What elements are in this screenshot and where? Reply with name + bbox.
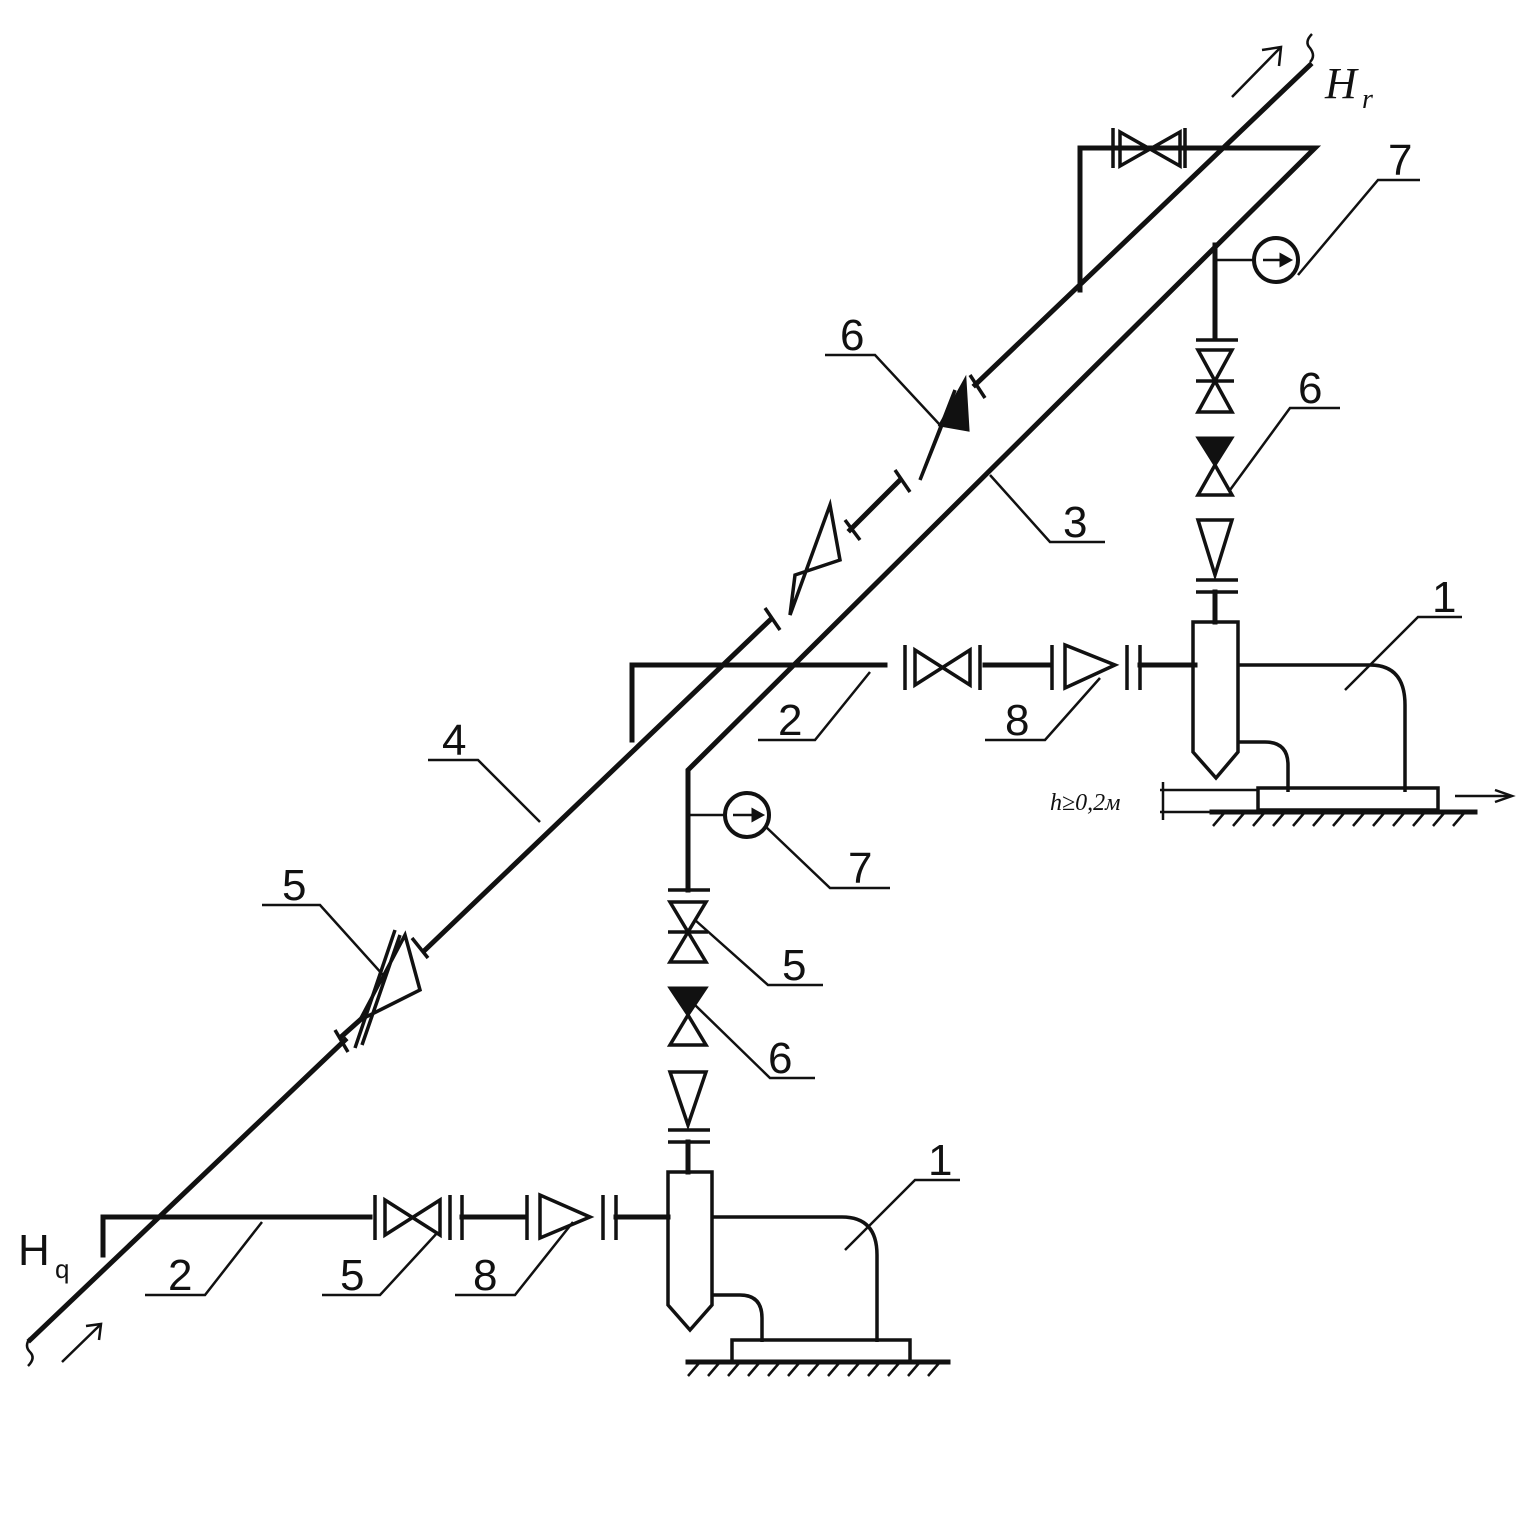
main-gate-valve-5 bbox=[333, 929, 430, 1053]
inlet-flow-arrow bbox=[61, 1322, 103, 1363]
main-valve-upper-a bbox=[763, 498, 862, 631]
label-5-main: 5 bbox=[282, 861, 306, 910]
inlet-head-sub: q bbox=[55, 1254, 69, 1284]
inlet-head-text: H bbox=[18, 1226, 50, 1275]
clearance-label: h≥0,2м bbox=[1050, 790, 1121, 816]
lower-vertical-branch bbox=[666, 791, 771, 1175]
label-6-main: 6 bbox=[840, 311, 864, 360]
outlet-head-text: H bbox=[1324, 59, 1359, 108]
label-3: 3 bbox=[1063, 498, 1087, 547]
lower-pump-1 bbox=[666, 1170, 951, 1377]
label-8-upper: 8 bbox=[1005, 696, 1029, 745]
label-5-vertical: 5 bbox=[782, 941, 806, 990]
lower-pump-branch bbox=[100, 1192, 671, 1258]
outlet-head-sub: r bbox=[1362, 84, 1373, 115]
label-6-lower-vertical: 6 bbox=[768, 1034, 792, 1083]
upper-pump-branch bbox=[629, 642, 1198, 743]
inlet-head-label: H q bbox=[18, 1226, 69, 1284]
leader-lines bbox=[145, 178, 1462, 1297]
label-5-lower: 5 bbox=[340, 1251, 364, 1300]
bypass-line bbox=[1077, 128, 1187, 293]
label-1-lower: 1 bbox=[928, 1136, 952, 1185]
upper-pump-1 bbox=[1160, 620, 1516, 827]
label-4: 4 bbox=[442, 716, 466, 765]
upper-vertical-branch bbox=[1194, 236, 1300, 625]
label-8-lower: 8 bbox=[473, 1251, 497, 1300]
label-6-upper-vertical: 6 bbox=[1298, 364, 1322, 413]
main-pipeline bbox=[25, 33, 1315, 1367]
pressure-pipeline-3 bbox=[685, 145, 1322, 893]
outlet-head-label: H r bbox=[1324, 59, 1373, 115]
label-2-lower: 2 bbox=[168, 1251, 192, 1300]
label-7-lower: 7 bbox=[848, 844, 872, 893]
outlet-flow-arrow bbox=[1231, 45, 1283, 98]
main-check-valve-6 bbox=[893, 374, 987, 493]
label-7-upper: 7 bbox=[1388, 136, 1412, 185]
label-1-upper: 1 bbox=[1432, 573, 1456, 622]
label-2-upper: 2 bbox=[778, 696, 802, 745]
